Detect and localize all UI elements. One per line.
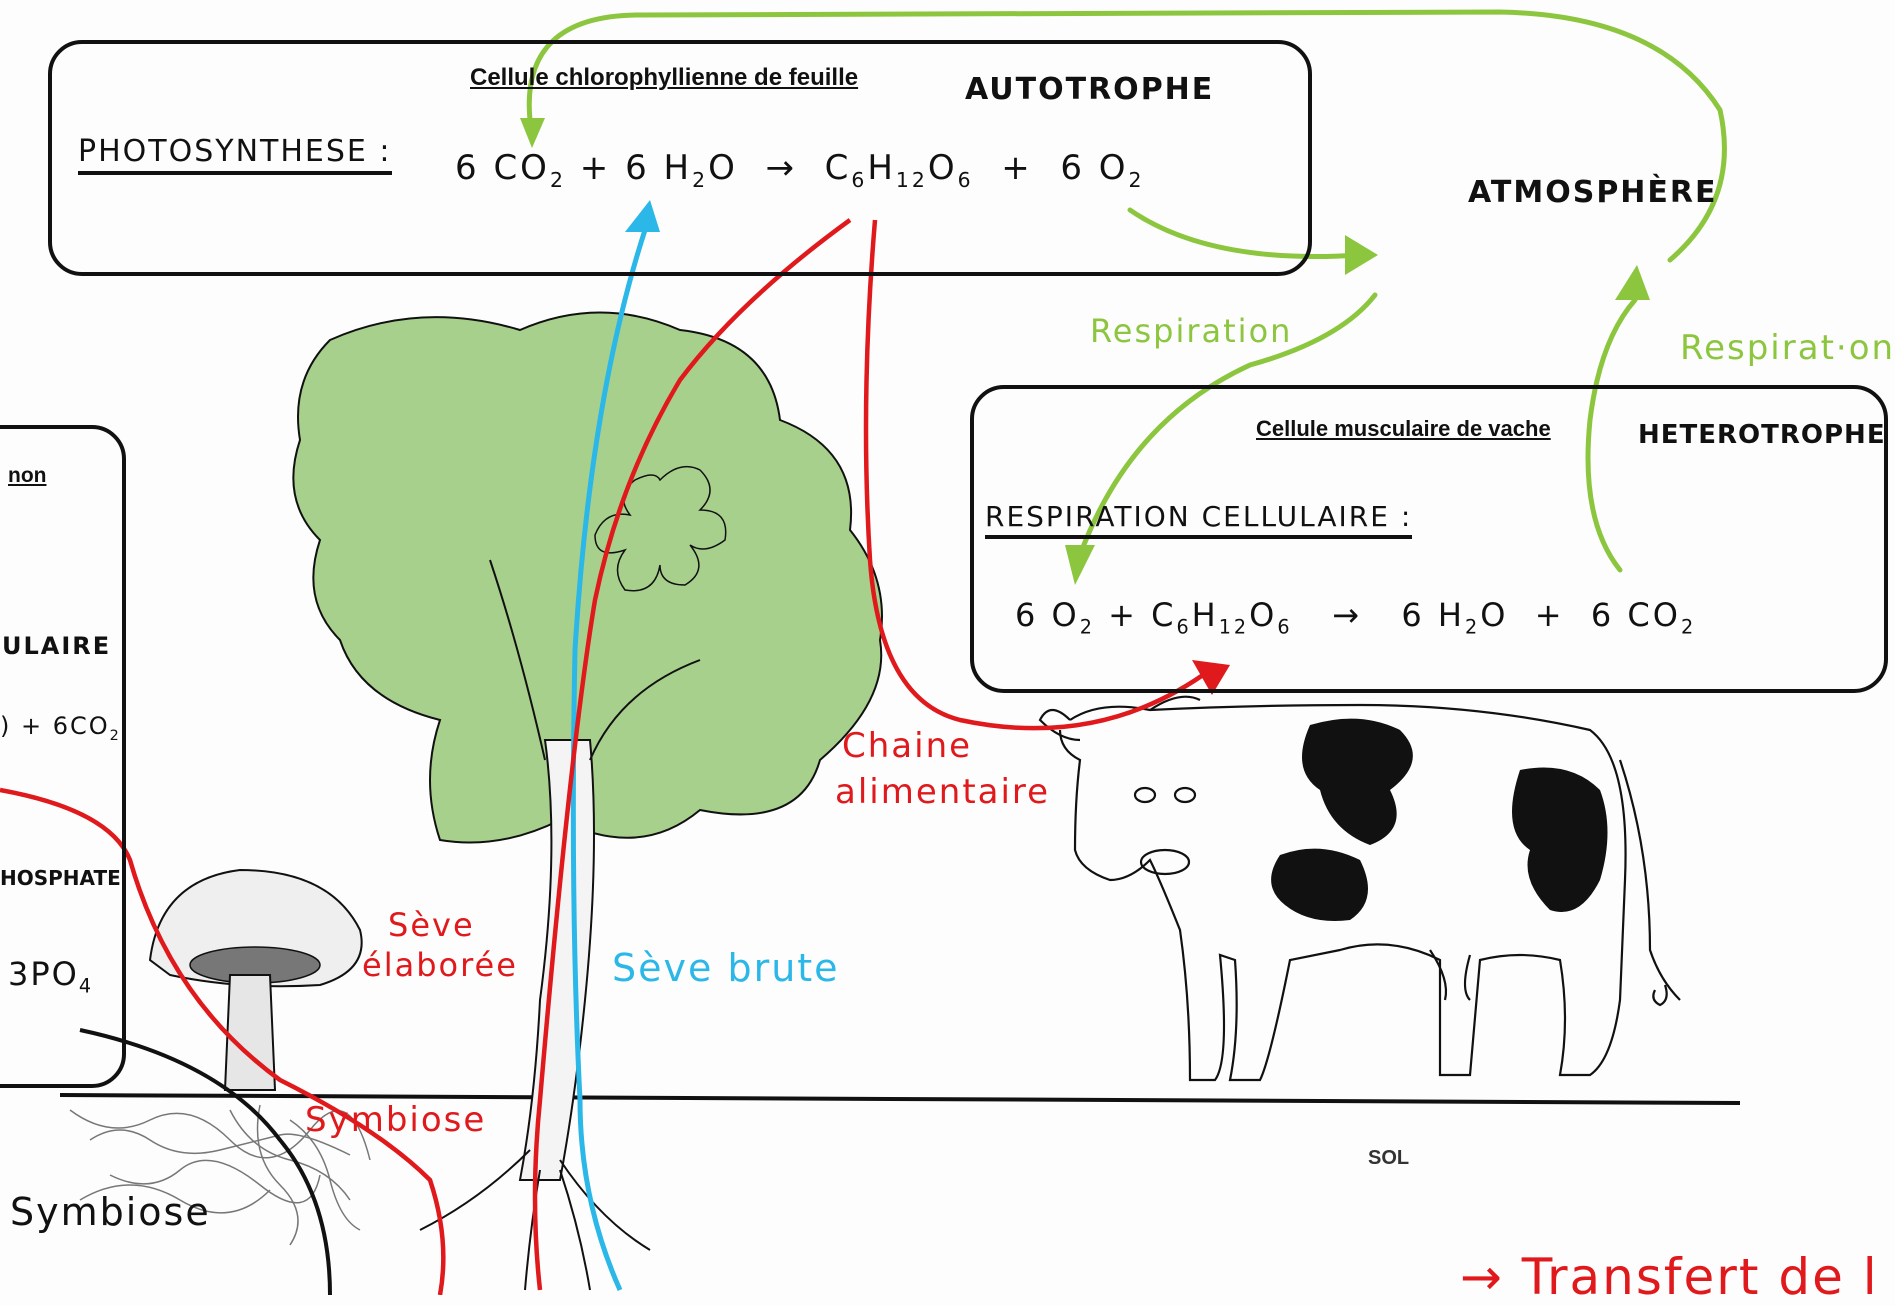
tree-branch-right xyxy=(589,659,701,761)
eq-term: O xyxy=(1480,596,1509,634)
left-box-line4-sub: 4 xyxy=(78,974,94,998)
left-box-line2-sub: 2 xyxy=(109,727,121,744)
eq-sub: 2 xyxy=(1464,615,1481,639)
respiration-cellulaire-label: RESPIRATION CELLULAIRE : xyxy=(985,500,1413,539)
eq-sub: 6 xyxy=(957,167,974,192)
eq-term: O xyxy=(927,148,958,188)
seve-brute-label: Sève brute xyxy=(612,946,840,990)
seve-elaboree-line1: Sève xyxy=(388,906,475,944)
respiration-label-right: Respirat·on xyxy=(1680,328,1895,368)
autotrophe-title: Cellule chlorophyllienne de feuille xyxy=(470,64,859,91)
bottom-partial-label: → Transfert de l xyxy=(1460,1248,1879,1306)
chaine-alimentaire-line1: Chaine xyxy=(842,726,973,766)
eq-plus: + xyxy=(1108,596,1138,634)
chaine-arrowhead xyxy=(1192,660,1230,695)
eq-sub: 2 xyxy=(692,167,709,192)
heterotrophe-box xyxy=(970,385,1888,693)
eq-term: O xyxy=(708,148,738,188)
eq-term: 6 CO xyxy=(1590,596,1681,634)
eq-arrow: → xyxy=(1332,596,1362,634)
eq-sub: 6 xyxy=(1277,615,1293,639)
tree-foliage xyxy=(292,311,883,844)
eq-term: C xyxy=(1151,596,1177,634)
ground-line xyxy=(59,1093,1741,1105)
cow-drawing xyxy=(1038,695,1681,1082)
oak-leaf-outline xyxy=(594,465,727,592)
eq-sub: 2 xyxy=(1680,615,1697,639)
seve-brute-arrow xyxy=(570,229,648,1292)
eq-sub: 2 xyxy=(1079,615,1095,639)
eq-term: 6 CO xyxy=(455,148,550,188)
seve-brute-arrowhead xyxy=(625,200,660,232)
roots-scribble xyxy=(69,1104,371,1246)
mushroom-stem xyxy=(223,974,277,1091)
left-box-line4: 3PO4 xyxy=(8,955,93,997)
respiration-label-left: Respiration xyxy=(1090,312,1293,350)
eq-plus: + xyxy=(579,148,612,188)
eq-plus: + xyxy=(1001,148,1033,188)
left-box-line2: ) + 6CO2 xyxy=(0,712,121,744)
left-partial-box xyxy=(0,425,126,1088)
symbiose-black-label: Symbiose xyxy=(10,1190,211,1234)
eq-arrow: → xyxy=(765,148,797,188)
left-box-line4-text: 3PO xyxy=(8,955,79,993)
respiration-equation: 6 O2 + C6H12O6 → 6 H2O + 6 CO2 xyxy=(1015,596,1696,638)
eq-plus: + xyxy=(1534,596,1565,634)
red-flow-lines xyxy=(0,218,1212,1295)
respiration-arrowheads xyxy=(520,118,1650,585)
heterotrophe-title: Cellule musculaire de vache xyxy=(1256,416,1551,441)
eq-term: H xyxy=(867,148,896,188)
eq-term: 6 H xyxy=(1401,596,1465,634)
left-box-title-fragment: non xyxy=(8,464,47,487)
chaine-alimentaire-line2: alimentaire xyxy=(835,772,1051,812)
left-box-line1: ULAIRE xyxy=(2,632,112,660)
eq-term: 6 O xyxy=(1015,596,1080,634)
heterotrophe-type: HETEROTROPHE xyxy=(1638,420,1886,450)
eq-term: C xyxy=(824,148,852,188)
eq-sub: 12 xyxy=(1218,615,1250,639)
seve-elaboree-line2: élaborée xyxy=(362,946,518,984)
sol-label: SOL xyxy=(1368,1147,1410,1169)
eq-sub: 2 xyxy=(1128,167,1145,192)
left-box-line3: HOSPHATE xyxy=(0,866,121,890)
photosynthese-label: PHOTOSYNTHESE : xyxy=(78,134,392,175)
eq-term: 6 O xyxy=(1060,148,1129,188)
eq-term: 6 H xyxy=(625,148,693,188)
autotrophe-box xyxy=(48,40,1312,276)
eq-term: O xyxy=(1249,596,1278,634)
respiration-arrows xyxy=(526,9,1727,573)
autotrophe-type: AUTOTROPHE xyxy=(965,72,1215,107)
eq-sub: 6 xyxy=(1176,615,1192,639)
symbiose-black-line xyxy=(79,1028,332,1295)
photosynthese-equation: 6 CO2 + 6 H2O → C6H12O6 + 6 O2 xyxy=(455,148,1145,192)
eq-sub: 2 xyxy=(549,167,566,192)
tree-branch-left xyxy=(489,559,546,761)
atmosphere-label: ATMOSPHÈRE xyxy=(1468,175,1718,210)
symbiose-red-label: Symbiose xyxy=(305,1100,487,1140)
cow-spots xyxy=(1271,718,1608,921)
tree-roots xyxy=(419,1149,651,1291)
eq-sub: 6 xyxy=(851,167,868,192)
eq-term: H xyxy=(1191,596,1219,634)
left-box-line2-text: ) + 6CO xyxy=(0,712,110,740)
eq-sub: 12 xyxy=(895,167,928,192)
